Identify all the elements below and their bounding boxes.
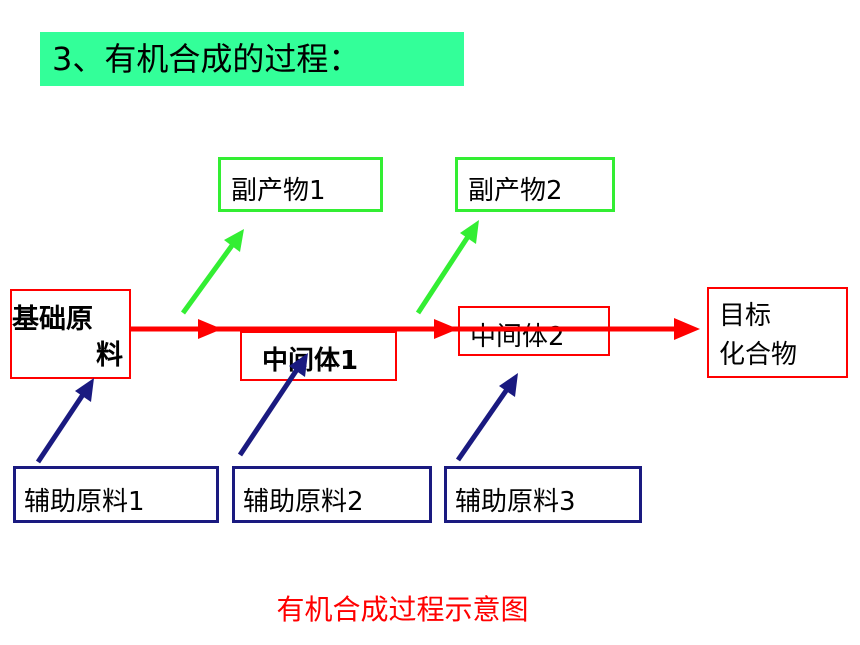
page-title: 3、有机合成的过程： — [40, 32, 464, 86]
start-material-box: 基础原 料 — [10, 289, 131, 379]
main-arrowhead-2 — [434, 319, 458, 339]
aux-arrow-2 — [237, 353, 308, 457]
byproduct-1-box: 副产物1 — [218, 157, 383, 212]
aux-arrow-3 — [455, 373, 518, 462]
aux-material-1-label: 辅助原料1 — [24, 487, 145, 517]
byproduct-1-label: 副产物1 — [231, 176, 326, 206]
main-arrowhead-3 — [674, 318, 700, 340]
byproduct-arrow-2 — [415, 220, 479, 315]
intermediate-1-box: 中间体1 — [240, 331, 397, 381]
aux-arrow-1 — [35, 378, 94, 464]
aux-material-3-box: 辅助原料3 — [444, 466, 642, 523]
aux-material-1-box: 辅助原料1 — [13, 466, 219, 523]
main-arrow — [131, 318, 700, 340]
target-compound-label-2: 化合物 — [719, 340, 798, 370]
main-arrowhead-1 — [198, 319, 222, 339]
aux-material-3-label: 辅助原料3 — [455, 487, 576, 517]
byproduct-arrow-1 — [180, 229, 244, 315]
start-material-label-2: 料 — [96, 340, 123, 371]
start-material-label-1: 基础原 — [12, 304, 93, 335]
target-compound-box: 目标 化合物 — [707, 287, 848, 378]
target-compound-label-1: 目标 — [719, 301, 772, 331]
intermediate-1-label: 中间体1 — [262, 346, 359, 376]
diagram-caption: 有机合成过程示意图 — [276, 593, 529, 626]
byproduct-2-label: 副产物2 — [468, 176, 563, 206]
aux-material-2-box: 辅助原料2 — [232, 466, 432, 523]
aux-material-2-label: 辅助原料2 — [243, 487, 364, 517]
byproduct-2-box: 副产物2 — [455, 157, 615, 212]
